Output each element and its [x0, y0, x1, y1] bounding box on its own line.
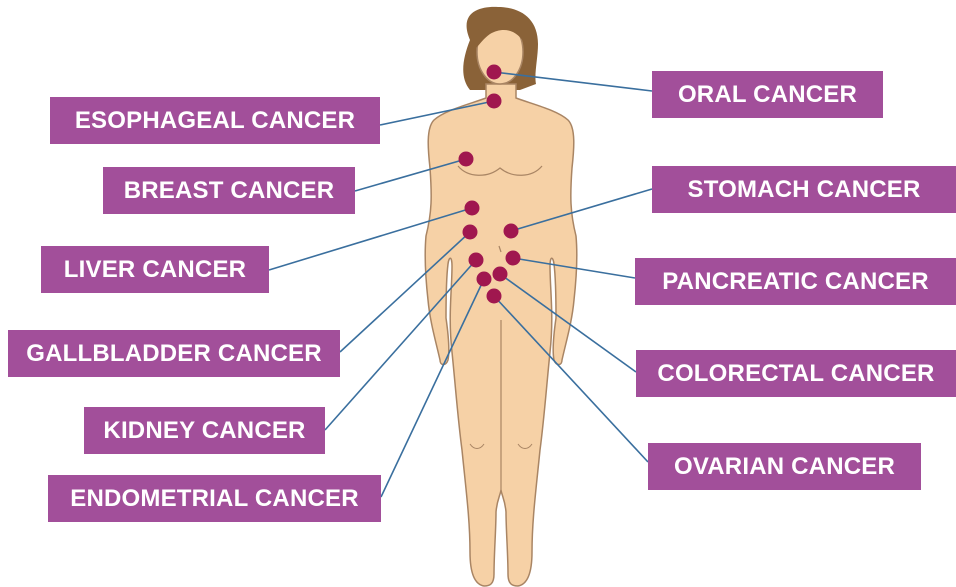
label-colorectal-cancer: COLORECTAL CANCER — [636, 350, 956, 397]
label-endometrial-cancer: ENDOMETRIAL CANCER — [48, 475, 381, 522]
label-pancreatic-cancer: PANCREATIC CANCER — [635, 258, 956, 305]
marker-breast — [459, 152, 474, 167]
label-oral-cancer: ORAL CANCER — [652, 71, 883, 118]
marker-endometrial — [477, 272, 492, 287]
marker-stomach — [504, 224, 519, 239]
marker-oral — [487, 65, 502, 80]
marker-liver — [465, 201, 480, 216]
label-gallbladder-cancer: GALLBLADDER CANCER — [8, 330, 340, 377]
label-stomach-cancer: STOMACH CANCER — [652, 166, 956, 213]
label-esophageal-cancer: ESOPHAGEAL CANCER — [50, 97, 380, 144]
label-liver-cancer: LIVER CANCER — [41, 246, 269, 293]
marker-kidney — [469, 253, 484, 268]
marker-gallbladder — [463, 225, 478, 240]
label-ovarian-cancer: OVARIAN CANCER — [648, 443, 921, 490]
marker-esophageal — [487, 94, 502, 109]
marker-colorectal — [493, 267, 508, 282]
marker-pancreatic — [506, 251, 521, 266]
label-breast-cancer: BREAST CANCER — [103, 167, 355, 214]
label-kidney-cancer: KIDNEY CANCER — [84, 407, 325, 454]
marker-ovarian — [487, 289, 502, 304]
